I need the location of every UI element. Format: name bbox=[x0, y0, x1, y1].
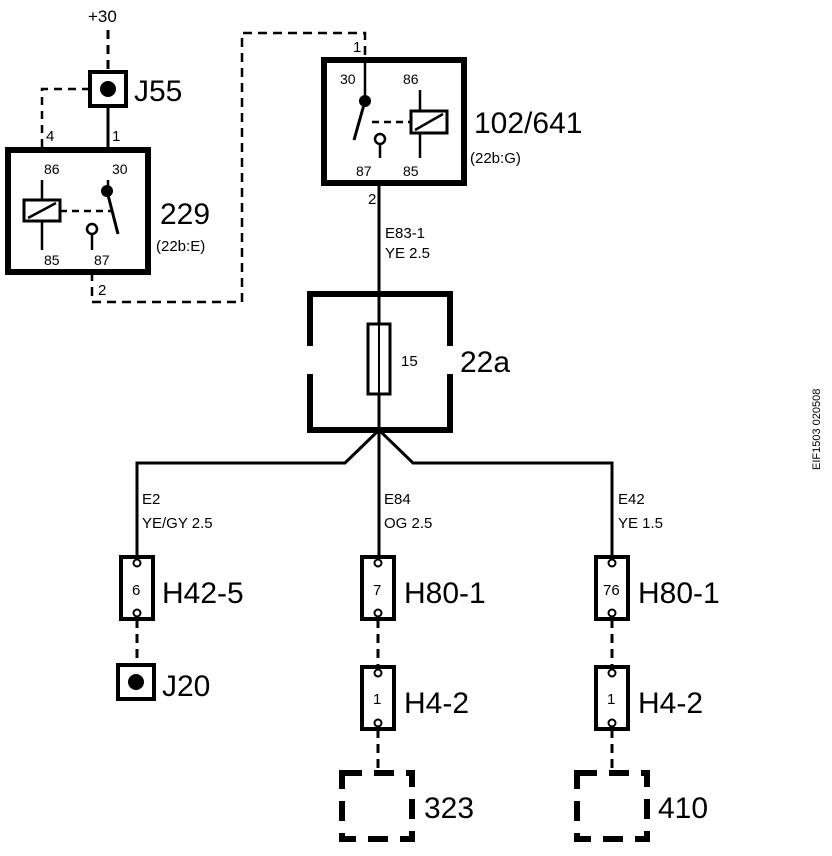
wire-main-code: E83-1 bbox=[385, 225, 425, 242]
relay229-ref: (22b:E) bbox=[156, 238, 205, 255]
branch-center-code: E84 bbox=[384, 491, 411, 508]
branch-right-code: E42 bbox=[618, 491, 645, 508]
connector-H4-2-center-pin: 1 bbox=[373, 691, 381, 708]
connector-H80-1-right-pin-top bbox=[607, 558, 617, 568]
relay102-label: 102/641 bbox=[474, 107, 582, 140]
branch-left-spec: YE/GY 2.5 bbox=[142, 515, 213, 532]
wire-main-spec: YE 2.5 bbox=[385, 245, 430, 262]
relay229-contact-87 bbox=[85, 222, 99, 236]
supply-label: +30 bbox=[88, 7, 117, 26]
fuse-box-gap-right bbox=[446, 346, 454, 374]
relay102-switch-blade-icon bbox=[352, 100, 367, 141]
wire-229-to-102 bbox=[90, 31, 367, 304]
connector-H4-2-right-pin-bottom bbox=[607, 718, 617, 728]
relay229-wire-bottom: 2 bbox=[98, 282, 106, 299]
ground-J20-label: J20 bbox=[162, 670, 210, 703]
relay102-ref: (22b:G) bbox=[470, 150, 521, 167]
relay229-pin-30: 30 bbox=[112, 161, 128, 177]
ground-J20-dot bbox=[128, 674, 144, 690]
relay229-wire-top-right: 1 bbox=[112, 128, 120, 145]
connector-H80-1-center-pin-top bbox=[373, 558, 383, 568]
wire-J55-to-86 bbox=[40, 87, 90, 150]
relay102-pin-86: 86 bbox=[403, 71, 419, 87]
relay102-wire-bottom: 2 bbox=[368, 191, 376, 208]
wire-branch-right bbox=[377, 428, 614, 555]
connector-H80-1-right-pin: 76 bbox=[603, 582, 620, 599]
side-code: EIF1503 020508 bbox=[811, 389, 823, 470]
branch-center-spec: OG 2.5 bbox=[384, 515, 432, 532]
relay102-pin-85: 85 bbox=[403, 163, 419, 179]
fuse-number: 15 bbox=[401, 353, 418, 370]
connector-H42-5-pin-top bbox=[132, 558, 142, 568]
relay229-wire-top-left: 4 bbox=[46, 128, 54, 145]
connector-H42-5-pin-bottom bbox=[132, 608, 142, 618]
connector-H42-5-pin: 6 bbox=[132, 582, 140, 599]
relay102-coil-slash bbox=[414, 112, 444, 132]
component-410-box bbox=[574, 770, 650, 842]
wire-branch-left bbox=[135, 428, 381, 555]
connector-H80-1-right-label: H80-1 bbox=[638, 577, 720, 610]
fuse-box-label: 22a bbox=[460, 346, 510, 379]
connector-H4-2-center-label: H4-2 bbox=[404, 687, 469, 720]
component-323-box bbox=[339, 770, 415, 842]
relay229-coil-slash bbox=[27, 201, 57, 220]
fuse-box-gap-left bbox=[306, 346, 314, 374]
connector-H42-5-label: H42-5 bbox=[162, 577, 244, 610]
relay102-wire-top: 1 bbox=[353, 39, 361, 56]
component-410-label: 410 bbox=[658, 792, 708, 825]
branch-right-spec: YE 1.5 bbox=[618, 515, 663, 532]
relay229-pin-87: 87 bbox=[94, 252, 110, 268]
connector-H4-2-right-pin: 1 bbox=[607, 691, 615, 708]
connector-H80-1-center-label: H80-1 bbox=[404, 577, 486, 610]
connector-H4-2-right-label: H4-2 bbox=[638, 687, 703, 720]
connector-H80-1-center-pin-bottom bbox=[373, 608, 383, 618]
connector-H4-2-center-pin-top bbox=[373, 668, 383, 678]
relay102-pin-87: 87 bbox=[356, 163, 372, 179]
ground-J55-label: J55 bbox=[134, 75, 182, 108]
relay229-pin-86: 86 bbox=[44, 161, 60, 177]
relay102-pin-30: 30 bbox=[340, 71, 356, 87]
connector-H80-1-right-pin-bottom bbox=[607, 608, 617, 618]
component-323-label: 323 bbox=[424, 792, 474, 825]
ground-J55-dot bbox=[100, 81, 116, 97]
connector-H80-1-center-pin: 7 bbox=[373, 582, 381, 599]
relay229-switch-blade-icon bbox=[105, 190, 120, 235]
relay102-contact-87 bbox=[373, 132, 387, 146]
connector-H4-2-right-pin-top bbox=[607, 668, 617, 678]
branch-left-code: E2 bbox=[142, 491, 160, 508]
connector-H4-2-center-pin-bottom bbox=[373, 718, 383, 728]
relay229-label: 229 bbox=[160, 198, 210, 231]
relay229-pin-85: 85 bbox=[44, 252, 60, 268]
